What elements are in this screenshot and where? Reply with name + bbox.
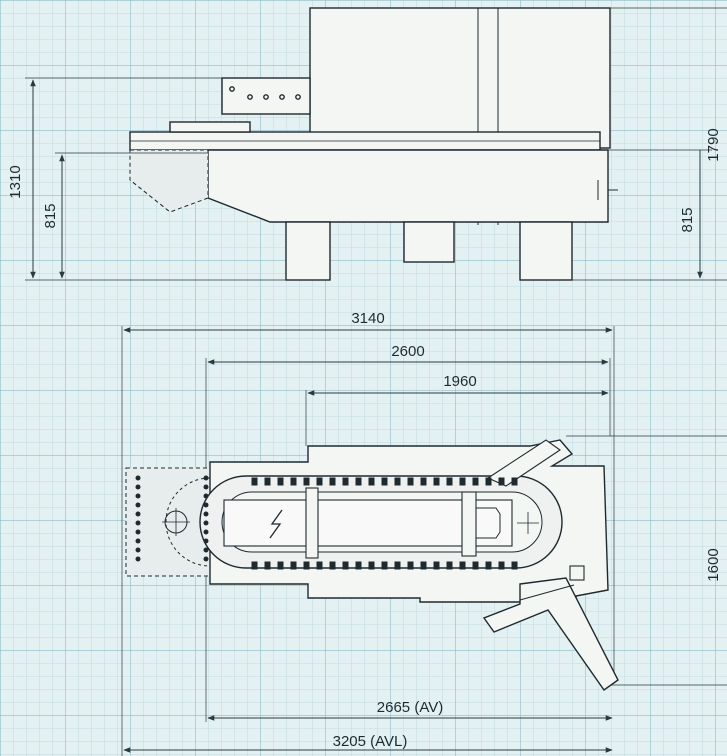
top-dimensions [121, 326, 727, 756]
infeed-chain-dot [203, 484, 209, 490]
side-tank [207, 149, 609, 223]
chain-link [394, 561, 401, 570]
dim-side-815-left: 815 [42, 203, 59, 228]
chain-link [459, 477, 466, 486]
chain-link [355, 561, 362, 570]
chain-link [498, 477, 505, 486]
chain-link [277, 561, 284, 570]
side-leg-2 [403, 221, 455, 263]
infeed-chain-dot [135, 511, 141, 517]
infeed-chain-dot [135, 529, 141, 535]
chain-link [407, 477, 414, 486]
infeed-chain-dot [203, 511, 209, 517]
chain-link [511, 561, 518, 570]
chain-link [277, 477, 284, 486]
side-view [129, 7, 618, 281]
infeed-chain-dot [135, 484, 141, 490]
chain-link [472, 561, 479, 570]
chain-link [251, 477, 258, 486]
top-heater-symbol [269, 509, 283, 539]
infeed-chain-dot [135, 520, 141, 526]
infeed-chain-dot [203, 520, 209, 526]
top-discharge-chute [482, 577, 619, 691]
side-cabinet [309, 7, 611, 149]
chain-link [446, 477, 453, 486]
chain-link [407, 561, 414, 570]
chain-link [303, 477, 310, 486]
chain-link [329, 477, 336, 486]
chain-link [420, 477, 427, 486]
infeed-chain-dot [203, 547, 209, 553]
chain-link [290, 477, 297, 486]
chain-link [264, 561, 271, 570]
chain-link [459, 561, 466, 570]
infeed-chain-dot [203, 475, 209, 481]
top-chain-links [135, 475, 518, 570]
chain-link [381, 477, 388, 486]
dim-top-3140: 3140 [351, 310, 384, 327]
chain-link [472, 477, 479, 486]
chain-link [316, 561, 323, 570]
infeed-chain-dot [135, 493, 141, 499]
chain-link [264, 477, 271, 486]
chain-link [355, 477, 362, 486]
infeed-chain-dot [135, 556, 141, 562]
chain-link [368, 561, 375, 570]
infeed-chain-dot [203, 556, 209, 562]
dim-side-815-right: 815 [679, 207, 696, 232]
chain-link [316, 477, 323, 486]
dim-side-1310: 1310 [7, 165, 24, 198]
dim-top-3205-avl: 3205 (AVL) [333, 733, 408, 750]
dim-side-1790: 1790 [705, 128, 722, 161]
infeed-chain-dot [135, 547, 141, 553]
chain-link [381, 561, 388, 570]
dim-top-1960: 1960 [443, 373, 476, 390]
side-infeed-dashed [129, 149, 209, 213]
infeed-chain-dot [203, 493, 209, 499]
chain-link [329, 561, 336, 570]
chain-link [485, 561, 492, 570]
dim-top-1600: 1600 [705, 548, 722, 581]
chain-link [368, 477, 375, 486]
chain-link [290, 561, 297, 570]
side-leg-3 [519, 221, 573, 281]
infeed-chain-dot [135, 538, 141, 544]
infeed-chain-dot [135, 502, 141, 508]
infeed-chain-dot [203, 529, 209, 535]
chain-link [433, 477, 440, 486]
chain-link [251, 561, 258, 570]
chain-link [420, 561, 427, 570]
chain-link [342, 477, 349, 486]
infeed-chain-dot [203, 538, 209, 544]
chain-link [511, 477, 518, 486]
dim-top-2665-av: 2665 (AV) [377, 699, 443, 716]
chain-link [394, 477, 401, 486]
chain-link [485, 477, 492, 486]
chain-link [498, 561, 505, 570]
infeed-chain-dot [203, 502, 209, 508]
chain-link [303, 561, 310, 570]
chain-link [446, 561, 453, 570]
side-dimensions [25, 7, 727, 281]
infeed-chain-dot [135, 475, 141, 481]
dim-top-2600: 2600 [391, 343, 424, 360]
chain-link [342, 561, 349, 570]
side-leg-1 [285, 221, 331, 281]
chain-link [433, 561, 440, 570]
